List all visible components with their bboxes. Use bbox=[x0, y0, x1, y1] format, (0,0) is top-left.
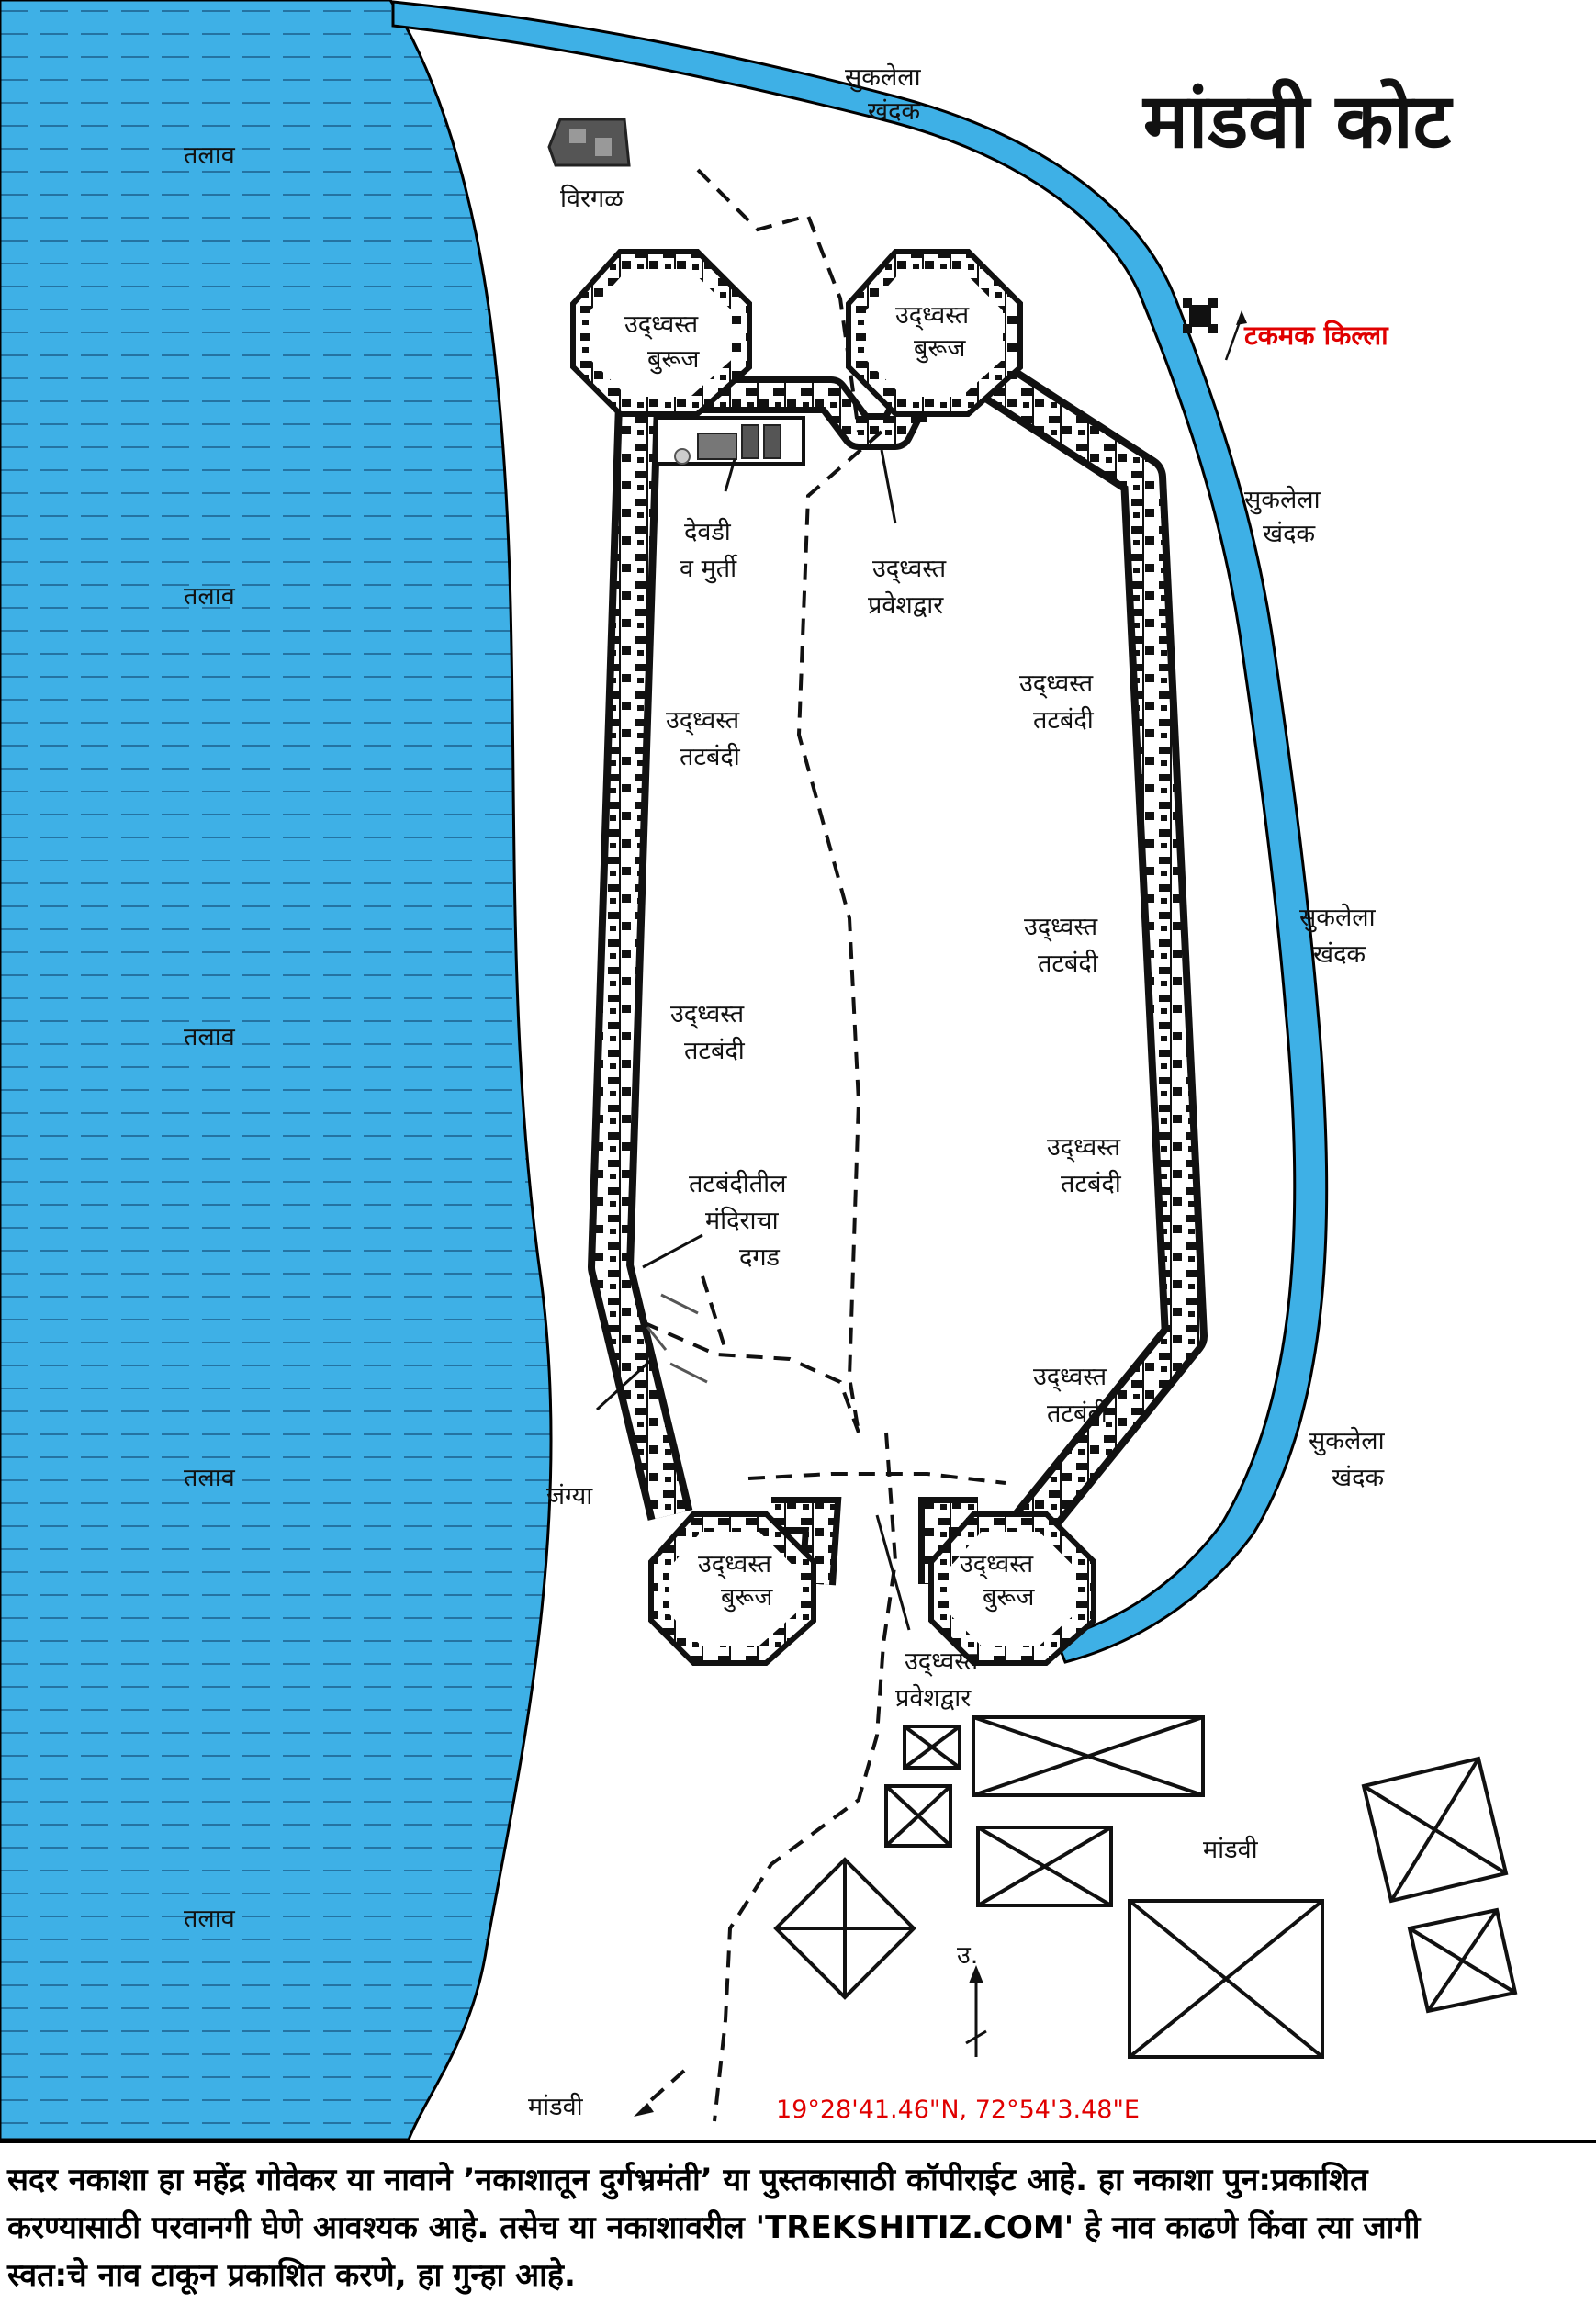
north-label: उ. bbox=[957, 1941, 978, 1970]
lake-label: तलाव bbox=[184, 1464, 236, 1492]
shrine-label: देवडी bbox=[684, 517, 732, 546]
bastion-label: बुरूज bbox=[721, 1583, 773, 1613]
rampart-label: उद्ध्वस्त bbox=[1033, 1363, 1107, 1392]
moat-label: सुकलेला bbox=[1244, 485, 1321, 515]
coordinates-label: 19°28'41.46"N, 72°54'3.48"E bbox=[776, 2096, 1140, 2124]
path-arrow-icon bbox=[634, 2103, 654, 2117]
lake-label: तलाव bbox=[184, 141, 236, 170]
gate-label: उद्ध्वस्त bbox=[905, 1647, 979, 1677]
house-1 bbox=[903, 1725, 961, 1770]
bastion-label: उद्ध्वस्त bbox=[895, 301, 970, 331]
shrine-structure bbox=[655, 416, 805, 466]
hero-stone-label: विरगळ bbox=[560, 184, 624, 213]
shrine-label: व मुर्ती bbox=[680, 554, 738, 584]
moat-label: खंदक bbox=[868, 97, 921, 126]
lake-label: तलाव bbox=[184, 1023, 236, 1051]
footpaths bbox=[641, 168, 1006, 2122]
rampart-label: तटबंदी bbox=[684, 1036, 746, 1065]
village-label: मांडवी bbox=[1203, 1835, 1259, 1864]
moat-label: खंदक bbox=[1263, 520, 1316, 548]
footer-line-2: करण्यासाठी परवानगी घेणे आवश्यक आहे. तसेच… bbox=[7, 2209, 1421, 2246]
bastion-label: उद्ध्वस्त bbox=[624, 310, 699, 340]
north-arrow-icon bbox=[965, 1965, 987, 2057]
loophole-marks bbox=[646, 1293, 708, 1384]
moat-label: खंदक bbox=[1332, 1464, 1385, 1492]
bastion-label: बुरूज bbox=[914, 334, 966, 364]
loophole-label: जंग्या bbox=[546, 1482, 593, 1511]
bastion-label: उद्ध्वस्त bbox=[960, 1550, 1034, 1579]
hero-stone-icon bbox=[547, 118, 631, 167]
temple-stone-label: मंदिराचा bbox=[705, 1206, 780, 1235]
map-title: मांडवी कोट bbox=[1141, 78, 1454, 165]
gate-label: प्रवेशद्वार bbox=[895, 1683, 972, 1713]
dry-moat bbox=[391, 0, 1329, 1664]
moat-label: सुकलेला bbox=[1299, 903, 1377, 933]
lake bbox=[0, 0, 553, 2140]
house-8 bbox=[1407, 1907, 1518, 2014]
takmak-fort-icon bbox=[1183, 298, 1247, 361]
house-4 bbox=[976, 1826, 1113, 1907]
takmak-fort-label: टकमक किल्ला bbox=[1243, 320, 1389, 351]
footer-line-3: स्वत:चे नाव टाकून प्रकाशित करणे, हा गुन्… bbox=[7, 2257, 576, 2294]
leader-lines bbox=[595, 449, 911, 1631]
bastion-label: उद्ध्वस्त bbox=[698, 1550, 772, 1579]
rampart-label: तटबंदी bbox=[1061, 1169, 1122, 1198]
moat-label: सुकलेला bbox=[1309, 1426, 1386, 1456]
house-7 bbox=[1361, 1756, 1509, 1904]
lake-label: तलाव bbox=[184, 582, 236, 611]
temple-stone-label: तटबंदीतील bbox=[689, 1169, 787, 1198]
rampart-label: तटबंदी bbox=[1047, 1399, 1108, 1428]
house-5 bbox=[773, 1857, 916, 2000]
fort-map: मांडवी कोट तलाव तलाव तलाव तलाव तलाव सुकल… bbox=[0, 0, 1518, 2140]
temple-stone-label: दगड bbox=[739, 1243, 781, 1272]
rampart-label: उद्ध्वस्त bbox=[1047, 1133, 1121, 1163]
house-3 bbox=[884, 1784, 952, 1848]
rampart-label: उद्ध्वस्त bbox=[1019, 669, 1094, 699]
rampart-label: तटबंदी bbox=[680, 742, 741, 771]
rampart-label: उद्ध्वस्त bbox=[670, 1000, 745, 1029]
house-6 bbox=[1128, 1899, 1324, 2059]
gate-label: उद्ध्वस्त bbox=[872, 555, 947, 584]
village-label: मांडवी bbox=[528, 2092, 584, 2121]
village-houses bbox=[773, 1715, 1518, 2059]
gate-label: प्रवेशद्वार bbox=[868, 590, 944, 620]
copyright-footer: सदर नकाशा हा महेंद्र गोवेकर या नावाने ’न… bbox=[0, 2140, 1596, 2315]
moat-label: सुकलेला bbox=[845, 62, 922, 93]
moat-label: खंदक bbox=[1313, 940, 1366, 969]
rampart-label: उद्ध्वस्त bbox=[1024, 913, 1098, 942]
footer-line-1: सदर नकाशा हा महेंद्र गोवेकर या नावाने ’न… bbox=[7, 2162, 1368, 2198]
bastion-label: बुरूज bbox=[647, 345, 700, 375]
rampart-label: उद्ध्वस्त bbox=[666, 706, 740, 736]
lake-label: तलाव bbox=[184, 1905, 236, 1933]
rampart-label: तटबंदी bbox=[1038, 949, 1099, 978]
house-2 bbox=[972, 1715, 1205, 1797]
rampart-label: तटबंदी bbox=[1033, 705, 1095, 735]
bastion-label: बुरूज bbox=[983, 1583, 1035, 1613]
fort-walls bbox=[570, 249, 1208, 1666]
